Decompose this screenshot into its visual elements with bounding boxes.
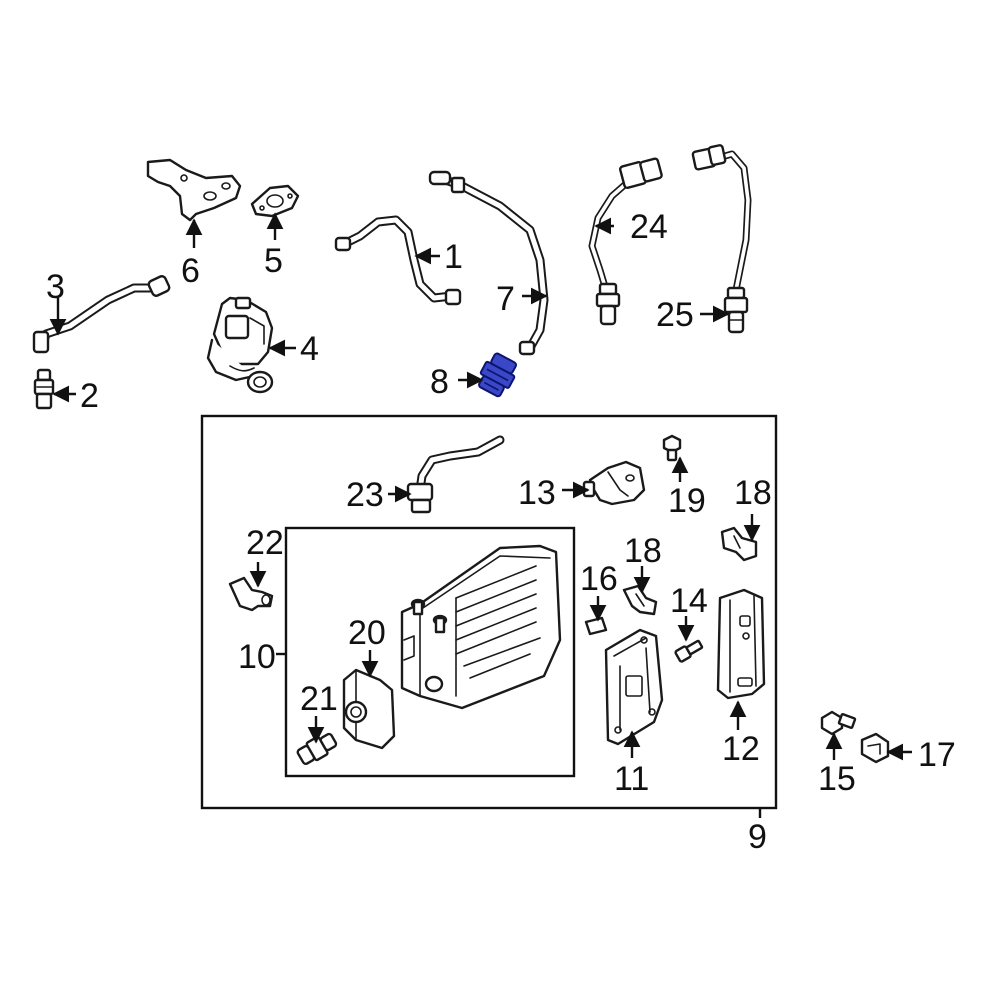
callout-15: 15 — [818, 760, 856, 798]
callout-5: 5 — [264, 242, 283, 280]
callout-16: 16 — [580, 560, 618, 598]
callout-12: 12 — [722, 730, 760, 768]
part-4-egr-valve[interactable] — [206, 296, 274, 394]
part-22-elbow-connector[interactable] — [228, 576, 274, 612]
part-18-clip-middle[interactable] — [622, 584, 658, 616]
part-25-oxygen-sensor[interactable] — [691, 144, 752, 334]
part-18-clip-upper[interactable] — [720, 526, 758, 562]
part-16-pad[interactable] — [584, 616, 608, 636]
part-7-pipe[interactable] — [428, 170, 549, 356]
callout-13: 13 — [518, 474, 556, 512]
callout-labels: 3 2 6 5 4 1 7 8 24 25 23 13 19 18 22 18 … — [46, 208, 956, 856]
part-15-bolt[interactable] — [820, 710, 857, 736]
callout-1: 1 — [444, 238, 463, 276]
callout-8: 8 — [430, 363, 449, 401]
part-8-fitting-highlighted[interactable] — [474, 351, 520, 400]
callout-22: 22 — [246, 524, 284, 562]
callout-17: 17 — [918, 736, 956, 774]
canister-frame-10 — [284, 526, 576, 778]
callout-18-middle: 18 — [624, 532, 662, 570]
callout-25: 25 — [656, 296, 694, 334]
part-6-bracket[interactable] — [146, 158, 242, 222]
part-11-mounting-bracket[interactable] — [604, 628, 664, 746]
callout-6: 6 — [181, 252, 200, 290]
callout-7: 7 — [496, 280, 515, 318]
part-10-charcoal-canister[interactable] — [400, 544, 562, 710]
callout-18-upper: 18 — [734, 474, 772, 512]
part-14-bolt[interactable] — [674, 639, 704, 663]
part-21-valve[interactable] — [296, 730, 339, 766]
part-12-heat-shield[interactable] — [716, 588, 766, 700]
part-1-hose[interactable] — [334, 215, 462, 306]
callout-24: 24 — [630, 208, 668, 246]
callout-2: 2 — [80, 377, 99, 415]
callout-11: 11 — [614, 760, 649, 798]
part-3-egr-tube[interactable] — [32, 275, 171, 354]
callout-23: 23 — [346, 476, 384, 514]
part-2-sensor[interactable] — [33, 368, 55, 410]
callout-3: 3 — [46, 268, 65, 306]
callout-10: 10 — [238, 638, 276, 676]
callout-19: 19 — [668, 482, 706, 520]
callout-21: 21 — [300, 680, 338, 718]
part-23-hose[interactable] — [406, 435, 505, 514]
callout-9: 9 — [748, 818, 767, 856]
callout-14: 14 — [670, 582, 708, 620]
part-19-bolt[interactable] — [662, 434, 682, 462]
part-5-gasket[interactable] — [250, 184, 300, 218]
part-17-nut[interactable] — [860, 732, 890, 764]
callout-20: 20 — [348, 614, 386, 652]
assembly-frame-9 — [200, 414, 778, 810]
part-20-filter[interactable] — [342, 668, 396, 750]
callout-4: 4 — [300, 330, 319, 368]
part-13-bracket[interactable] — [582, 460, 646, 506]
leader-lines — [49, 212, 912, 818]
